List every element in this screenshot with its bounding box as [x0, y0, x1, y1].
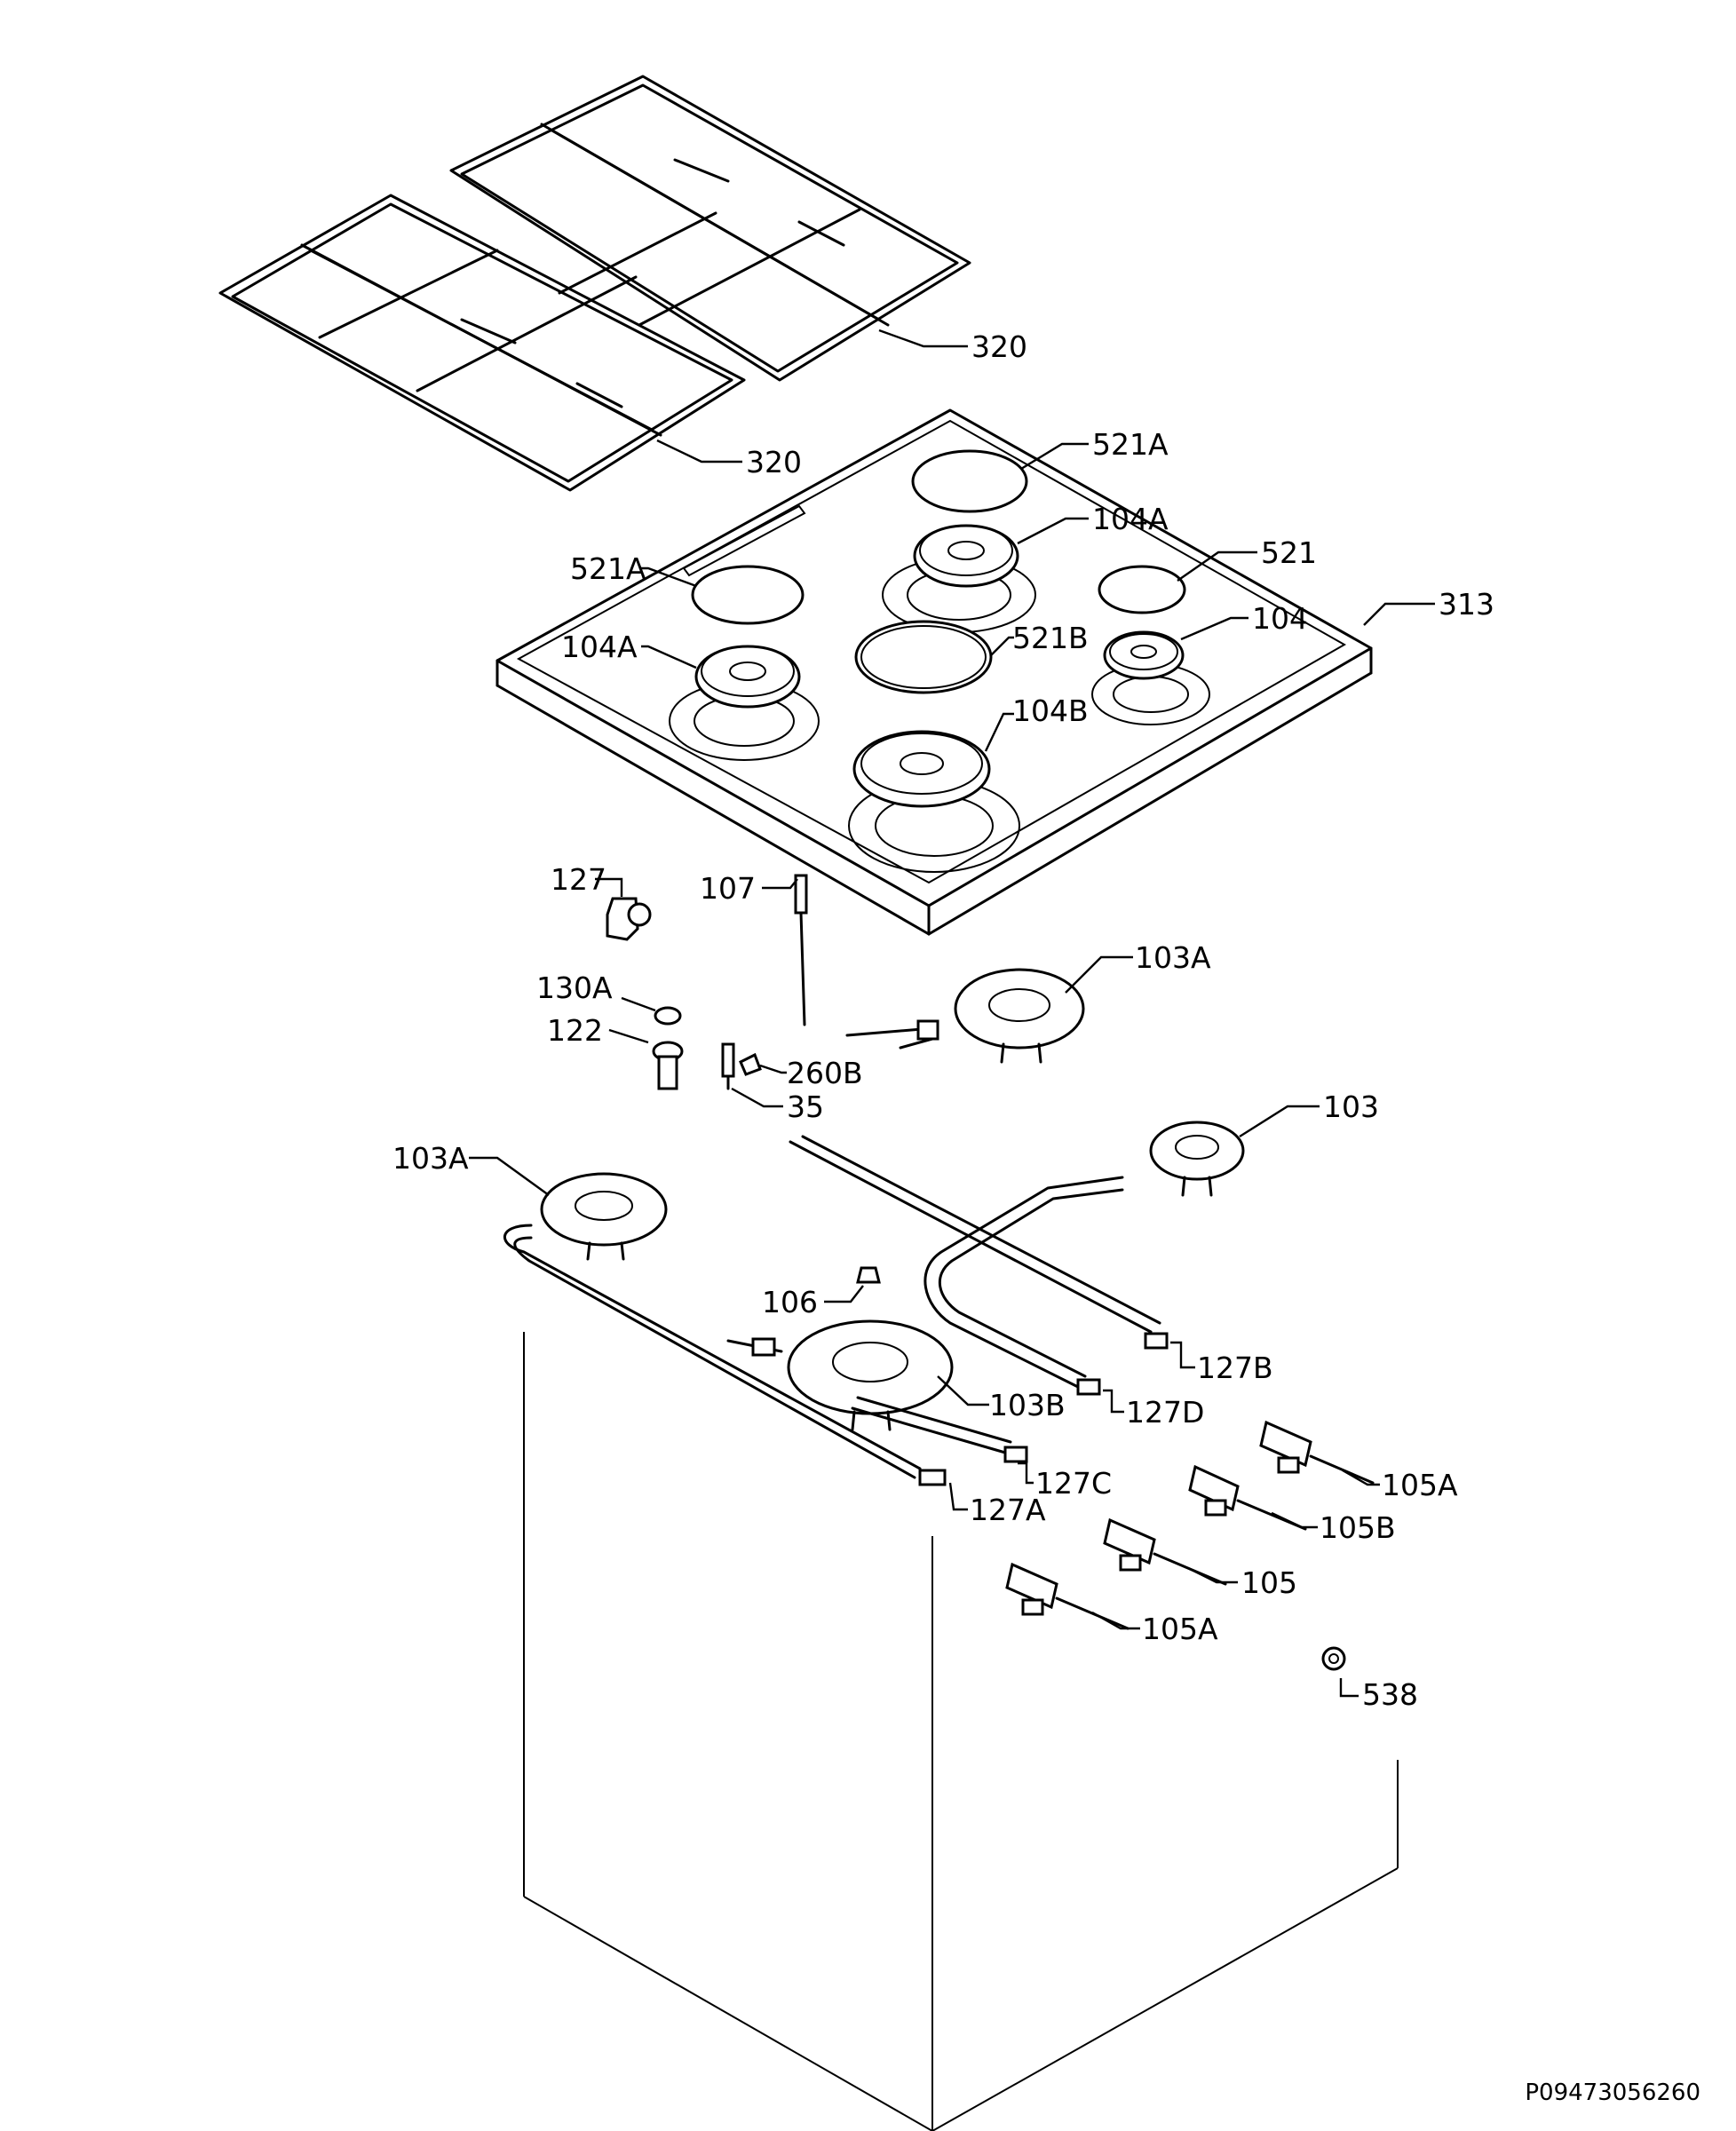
pan-support-rear[interactable]: [449, 75, 971, 382]
label-127b: 127B: [1197, 1351, 1273, 1385]
document-id: P09473056260: [1525, 2080, 1700, 2106]
burner-crown-104a-left[interactable]: [694, 645, 801, 709]
label-320-rear: 320: [971, 329, 1027, 364]
gas-pipe-127a[interactable]: [503, 1224, 947, 1486]
label-104: 104: [1252, 601, 1308, 636]
burner-crown-104-right[interactable]: [1103, 630, 1185, 680]
spark-clip-260b[interactable]: [739, 1052, 762, 1076]
label-127: 127: [551, 862, 606, 897]
elbow-127[interactable]: [606, 897, 652, 941]
burner-base-103-right[interactable]: [1149, 1121, 1245, 1197]
label-103a-left: 103A: [392, 1141, 469, 1176]
label-105a-top: 105A: [1382, 1468, 1458, 1502]
thermocouple-107[interactable]: [794, 874, 808, 1026]
burner-base-103a-left[interactable]: [540, 1172, 668, 1261]
gas-pipe-127c[interactable]: [851, 1396, 1028, 1463]
label-521a-rear: 521A: [1092, 427, 1169, 462]
label-521b: 521B: [1012, 621, 1089, 655]
gas-pipe-127b[interactable]: [789, 1135, 1169, 1350]
label-103: 103: [1323, 1089, 1379, 1124]
label-122: 122: [547, 1013, 603, 1048]
label-320-front: 320: [746, 445, 802, 479]
gas-pipe-127d[interactable]: [923, 1176, 1124, 1396]
label-104b: 104B: [1012, 693, 1089, 728]
label-104a-rear: 104A: [1092, 502, 1169, 536]
spark-electrode-35[interactable]: [721, 1042, 735, 1090]
gas-tap-105a-bottom[interactable]: [1005, 1562, 1130, 1630]
burner-cap-521a-left[interactable]: [691, 565, 805, 625]
label-107: 107: [700, 871, 756, 906]
cabinet-body-outline: [523, 1332, 1399, 2131]
label-127c: 127C: [1035, 1466, 1112, 1501]
hob-top-313[interactable]: [495, 408, 1373, 936]
label-538: 538: [1362, 1677, 1418, 1712]
label-127d: 127D: [1126, 1395, 1204, 1430]
label-35: 35: [787, 1089, 824, 1124]
label-103a-rear: 103A: [1135, 940, 1211, 975]
label-103b: 103B: [989, 1388, 1066, 1422]
label-313: 313: [1439, 587, 1494, 622]
label-106: 106: [762, 1285, 818, 1319]
label-130a: 130A: [536, 970, 613, 1005]
label-105b: 105B: [1320, 1510, 1396, 1545]
gas-tap-105[interactable]: [1103, 1517, 1227, 1586]
label-105: 105: [1241, 1565, 1297, 1600]
connector-122[interactable]: [652, 1041, 684, 1090]
injector-106[interactable]: [856, 1266, 881, 1284]
label-104a-left: 104A: [561, 630, 638, 664]
burner-crown-104b-center[interactable]: [852, 730, 991, 808]
label-521a-left: 521A: [570, 551, 646, 586]
burner-cap-521-right[interactable]: [1098, 565, 1186, 614]
burner-base-103b-center[interactable]: [726, 1319, 954, 1431]
pan-support-front[interactable]: [218, 194, 746, 492]
washer-130a[interactable]: [654, 1006, 682, 1026]
burner-crown-104a-rear[interactable]: [913, 524, 1019, 588]
gas-tap-105a-top[interactable]: [1259, 1420, 1375, 1485]
label-127a: 127A: [970, 1493, 1046, 1527]
label-105a-bottom: 105A: [1142, 1612, 1218, 1646]
burner-cap-521b-center[interactable]: [854, 620, 993, 694]
burner-cap-521a-rear[interactable]: [911, 449, 1028, 513]
label-260b: 260B: [787, 1056, 863, 1090]
label-521: 521: [1261, 535, 1317, 570]
nut-538[interactable]: [1321, 1646, 1346, 1671]
burner-base-103a-rear[interactable]: [845, 968, 1085, 1064]
